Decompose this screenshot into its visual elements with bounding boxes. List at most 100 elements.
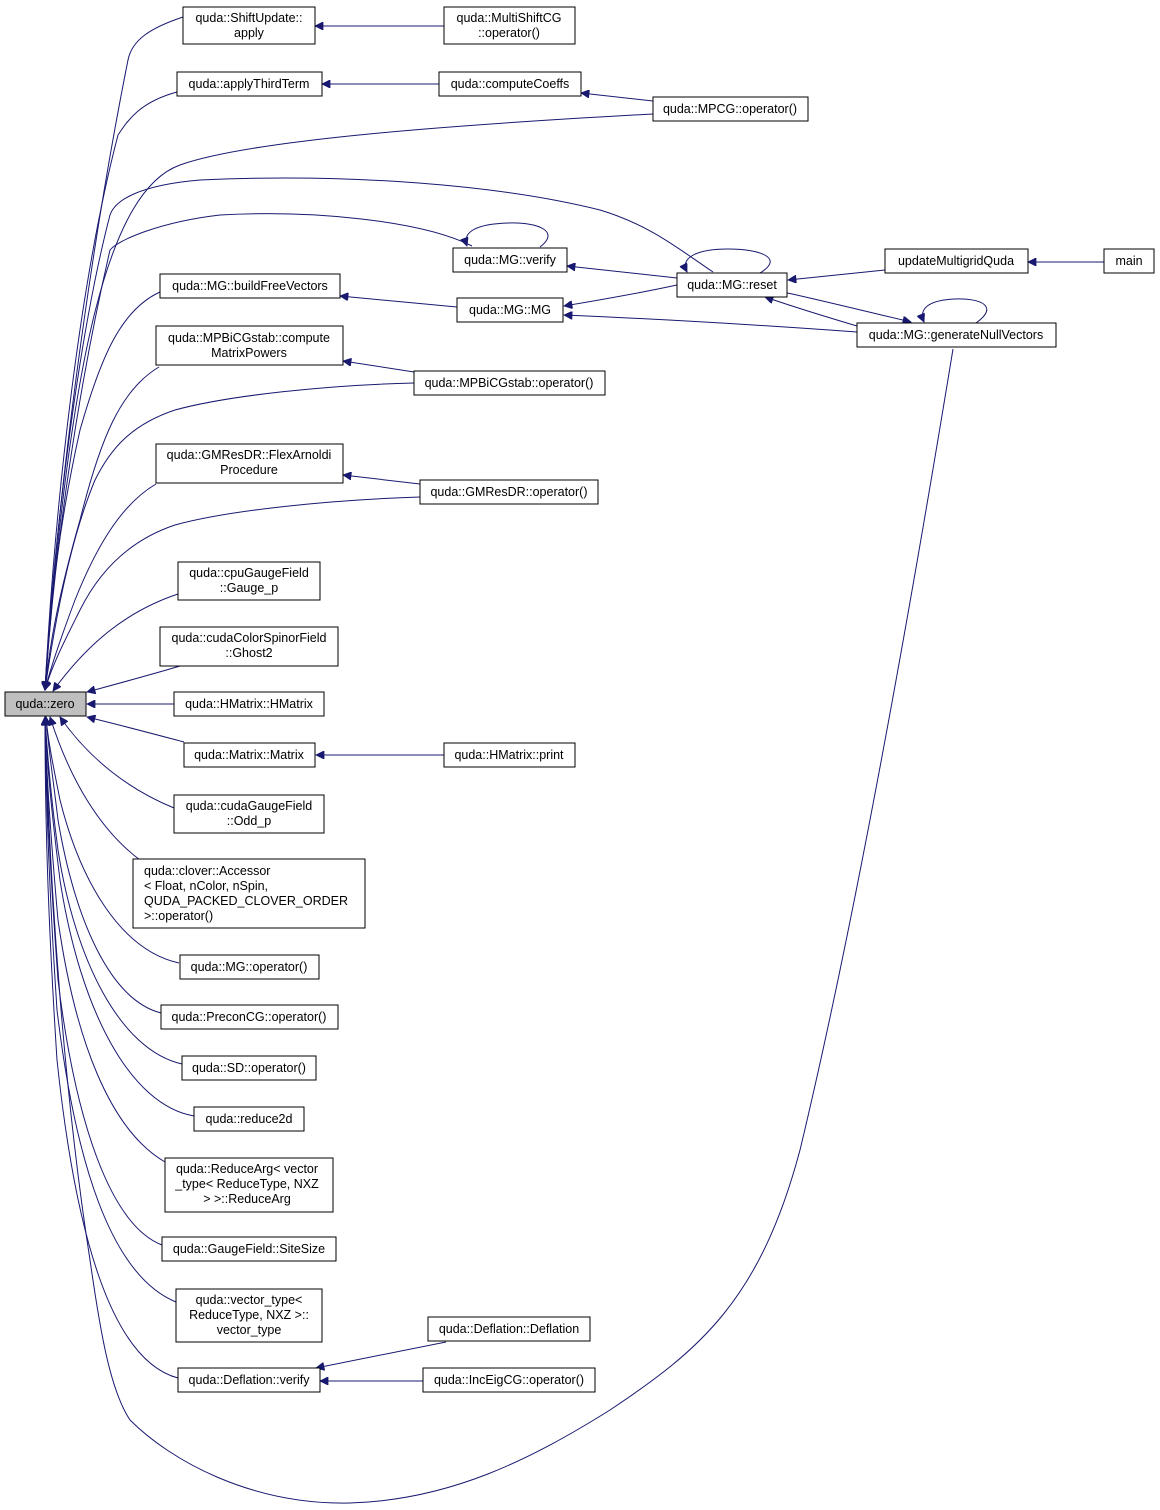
node-mg-verify[interactable]: quda::MG::verify bbox=[452, 247, 568, 273]
node-cpugaugefield-gauge-p[interactable]: quda::cpuGaugeField ::Gauge_p bbox=[177, 561, 321, 601]
node-mpbicgstab-computematrixpowers[interactable]: quda::MPBiCGstab::compute MatrixPowers bbox=[155, 325, 344, 366]
node-reducearg-reducearg[interactable]: quda::ReduceArg< vector _type< ReduceTyp… bbox=[164, 1157, 334, 1213]
node-mg-buildfreevectors[interactable]: quda::MG::buildFreeVectors bbox=[159, 273, 341, 299]
node-clover-accessor-operator[interactable]: quda::clover::Accessor < Float, nColor, … bbox=[132, 858, 366, 929]
node-preconcg-operator[interactable]: quda::PreconCG::operator() bbox=[160, 1004, 339, 1030]
node-zero[interactable]: quda::zero bbox=[4, 691, 87, 717]
node-label: quda::MPBiCGstab::operator() bbox=[425, 376, 594, 390]
node-label: quda::PreconCG::operator() bbox=[172, 1010, 327, 1024]
node-hmatrix-print[interactable]: quda::HMatrix::print bbox=[443, 742, 576, 768]
node-label: main bbox=[1115, 254, 1142, 268]
node-label: quda::MG::buildFreeVectors bbox=[172, 279, 328, 293]
edge-mpbicgop-to-mpbicgpow bbox=[343, 361, 415, 373]
node-label: quda::MPBiCGstab::compute bbox=[168, 331, 330, 345]
node-applythirdterm[interactable]: quda::applyThirdTerm bbox=[176, 71, 323, 97]
node-label: quda::GMResDR::FlexArnoldi bbox=[167, 448, 332, 462]
node-label: apply bbox=[234, 26, 265, 40]
node-label: quda::MG::operator() bbox=[191, 960, 308, 974]
edge-oddp-to-zero bbox=[60, 717, 175, 809]
edge-gennull-to-mgmg bbox=[564, 315, 858, 333]
node-vector-type[interactable]: quda::vector_type< ReduceType, NXZ >:: v… bbox=[175, 1288, 323, 1343]
node-label: quda::MG::reset bbox=[687, 278, 777, 292]
node-label: quda::applyThirdTerm bbox=[189, 77, 310, 91]
node-label: quda::ReduceArg< vector bbox=[176, 1162, 318, 1176]
edge-mgop-to-zero bbox=[46, 717, 180, 964]
node-label: quda::MG::verify bbox=[464, 253, 556, 267]
edge-deflverify-to-zero bbox=[45, 717, 179, 1379]
node-gaugefield-sitesize[interactable]: quda::GaugeField::SiteSize bbox=[161, 1236, 337, 1262]
edge-accessor-to-zero bbox=[50, 717, 141, 861]
edge-buildfree-to-zero bbox=[45, 291, 161, 690]
node-gmresdr-operator[interactable]: quda::GMResDR::operator() bbox=[419, 479, 599, 505]
node-label: quda::clover::Accessor bbox=[144, 864, 270, 878]
node-cudacolorspinorfield-ghost2[interactable]: quda::cudaColorSpinorField ::Ghost2 bbox=[159, 626, 339, 667]
node-gmresdr-flexarnoldiprocedure[interactable]: quda::GMResDR::FlexArnoldi Procedure bbox=[155, 443, 344, 484]
node-label: > >::ReduceArg bbox=[203, 1192, 291, 1206]
node-cudagaugefield-odd-p[interactable]: quda::cudaGaugeField ::Odd_p bbox=[173, 794, 325, 834]
node-mg-generatenullvectors[interactable]: quda::MG::generateNullVectors bbox=[856, 322, 1057, 348]
node-label: quda::ShiftUpdate:: bbox=[195, 11, 302, 25]
node-label: quda::zero bbox=[15, 697, 74, 711]
node-label: quda::HMatrix::HMatrix bbox=[185, 697, 314, 711]
node-main[interactable]: main bbox=[1103, 248, 1155, 274]
node-mg-reset[interactable]: quda::MG::reset bbox=[676, 272, 788, 298]
node-label: quda::HMatrix::print bbox=[454, 748, 564, 762]
node-label: quda::MultiShiftCG bbox=[457, 11, 562, 25]
edge-mpcg-to-computecoeffs bbox=[581, 93, 654, 102]
edge-deflation-to-deflverify bbox=[316, 1341, 447, 1368]
node-label: quda::IncEigCG::operator() bbox=[434, 1373, 584, 1387]
node-mpbicgstab-operator[interactable]: quda::MPBiCGstab::operator() bbox=[413, 370, 606, 396]
node-matrix-matrix[interactable]: quda::Matrix::Matrix bbox=[183, 742, 316, 768]
edge-reduce2d-to-zero bbox=[45, 717, 195, 1117]
node-label: quda::MG::generateNullVectors bbox=[869, 328, 1043, 342]
node-computecoeffs[interactable]: quda::computeCoeffs bbox=[438, 71, 582, 97]
edge-mgreset-to-mgverify bbox=[567, 266, 678, 279]
edge-gennull-to-zero bbox=[45, 348, 954, 1504]
node-label: QUDA_PACKED_CLOVER_ORDER bbox=[144, 894, 348, 908]
edge-flexarnoldi-to-zero bbox=[45, 483, 157, 690]
node-label: quda::vector_type< bbox=[196, 1293, 303, 1307]
node-label: quda::MPCG::operator() bbox=[663, 102, 797, 116]
edge-preconcg-to-zero bbox=[46, 717, 162, 1014]
edge-gennull-to-mgreset bbox=[765, 297, 858, 327]
node-reduce2d[interactable]: quda::reduce2d bbox=[193, 1106, 305, 1132]
node-mpcg-operator[interactable]: quda::MPCG::operator() bbox=[652, 96, 809, 122]
node-label: ::Odd_p bbox=[227, 814, 272, 828]
node-label: quda::GaugeField::SiteSize bbox=[173, 1242, 325, 1256]
node-label: vector_type bbox=[217, 1323, 282, 1337]
node-mg-operator[interactable]: quda::MG::operator() bbox=[179, 954, 320, 980]
node-inceigcg-operator[interactable]: quda::IncEigCG::operator() bbox=[422, 1367, 596, 1393]
edge-mgverify-to-zero bbox=[45, 213, 473, 690]
node-label: _type< ReduceType, NXZ bbox=[174, 1177, 319, 1191]
node-label: quda::Matrix::Matrix bbox=[194, 748, 305, 762]
node-mg-mg[interactable]: quda::MG::MG bbox=[456, 297, 564, 323]
node-shiftupdate-apply[interactable]: quda::ShiftUpdate:: apply bbox=[182, 6, 316, 45]
node-deflation-deflation[interactable]: quda::Deflation::Deflation bbox=[427, 1316, 591, 1342]
node-label: ::Ghost2 bbox=[225, 646, 272, 660]
edge-updatemg-to-mgreset bbox=[788, 269, 886, 280]
node-updatemultigridquda[interactable]: updateMultigridQuda bbox=[884, 248, 1029, 274]
node-label: Procedure bbox=[220, 463, 278, 477]
edge-mgmg-to-buildfree bbox=[340, 296, 458, 308]
edge-mgreset-to-gennull bbox=[782, 291, 911, 322]
edge-mgverify-self bbox=[466, 222, 549, 248]
node-label: quda::SD::operator() bbox=[192, 1061, 306, 1075]
node-label: updateMultigridQuda bbox=[898, 254, 1014, 268]
edge-gmresdrop-to-flexarnoldi bbox=[343, 475, 421, 485]
node-label: quda::cpuGaugeField bbox=[189, 566, 309, 580]
node-multishiftcg-operator[interactable]: quda::MultiShiftCG ::operator() bbox=[443, 6, 576, 45]
node-label: ::Gauge_p bbox=[220, 581, 278, 595]
edge-applythird-to-zero bbox=[45, 91, 178, 690]
node-label: quda::cudaGaugeField bbox=[186, 799, 313, 813]
node-sd-operator[interactable]: quda::SD::operator() bbox=[181, 1055, 317, 1081]
node-hmatrix-hmatrix[interactable]: quda::HMatrix::HMatrix bbox=[173, 691, 325, 717]
node-label: quda::Deflation::verify bbox=[189, 1373, 311, 1387]
node-label: ReduceType, NXZ >:: bbox=[189, 1308, 309, 1322]
edge-sitesize-to-zero bbox=[45, 717, 163, 1246]
edge-mpbicgpow-to-zero bbox=[45, 366, 160, 690]
node-deflation-verify[interactable]: quda::Deflation::verify bbox=[177, 1367, 321, 1393]
edge-ghost2-to-zero bbox=[87, 665, 181, 692]
edge-mpcg-to-zero bbox=[45, 113, 654, 690]
node-label: ::operator() bbox=[478, 26, 540, 40]
